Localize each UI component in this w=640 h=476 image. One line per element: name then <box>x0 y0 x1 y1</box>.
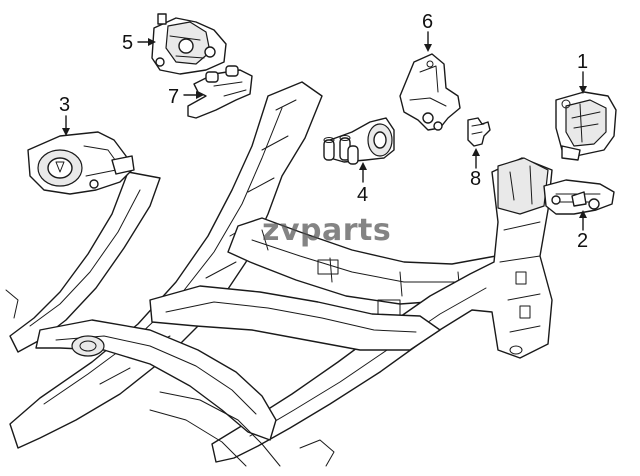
subframe-cradle <box>5 81 553 467</box>
subframe-left-outer-rail <box>9 171 161 353</box>
callout-4: 4 <box>357 184 368 206</box>
callout-5: 5 <box>122 32 133 54</box>
watermark-logo: zvparts <box>262 213 391 248</box>
callout-2: 2 <box>577 230 588 252</box>
part-6-bracket <box>399 53 461 131</box>
part-3-mount <box>27 131 135 195</box>
callout-labels: 1 2 3 4 5 6 7 8 <box>59 11 588 252</box>
part-8-clip <box>467 117 491 147</box>
part-5-bracket <box>151 13 227 75</box>
subframe-left-rail <box>9 81 323 449</box>
part-4-mount <box>323 117 395 165</box>
callout-8: 8 <box>470 168 481 190</box>
callout-3: 3 <box>59 94 70 116</box>
subframe-rear-crossmember <box>149 285 441 351</box>
part-2-bracket <box>543 179 615 215</box>
part-1-mount <box>555 91 617 161</box>
watermark-accent: z <box>262 213 280 248</box>
callout-7: 7 <box>168 86 179 108</box>
callout-6: 6 <box>422 11 433 33</box>
subframe-rear-tower <box>497 157 549 215</box>
callout-1: 1 <box>577 51 588 73</box>
part-7-bracket <box>187 65 253 119</box>
callout-arrows <box>62 31 587 231</box>
watermark-text: vparts <box>279 213 392 248</box>
